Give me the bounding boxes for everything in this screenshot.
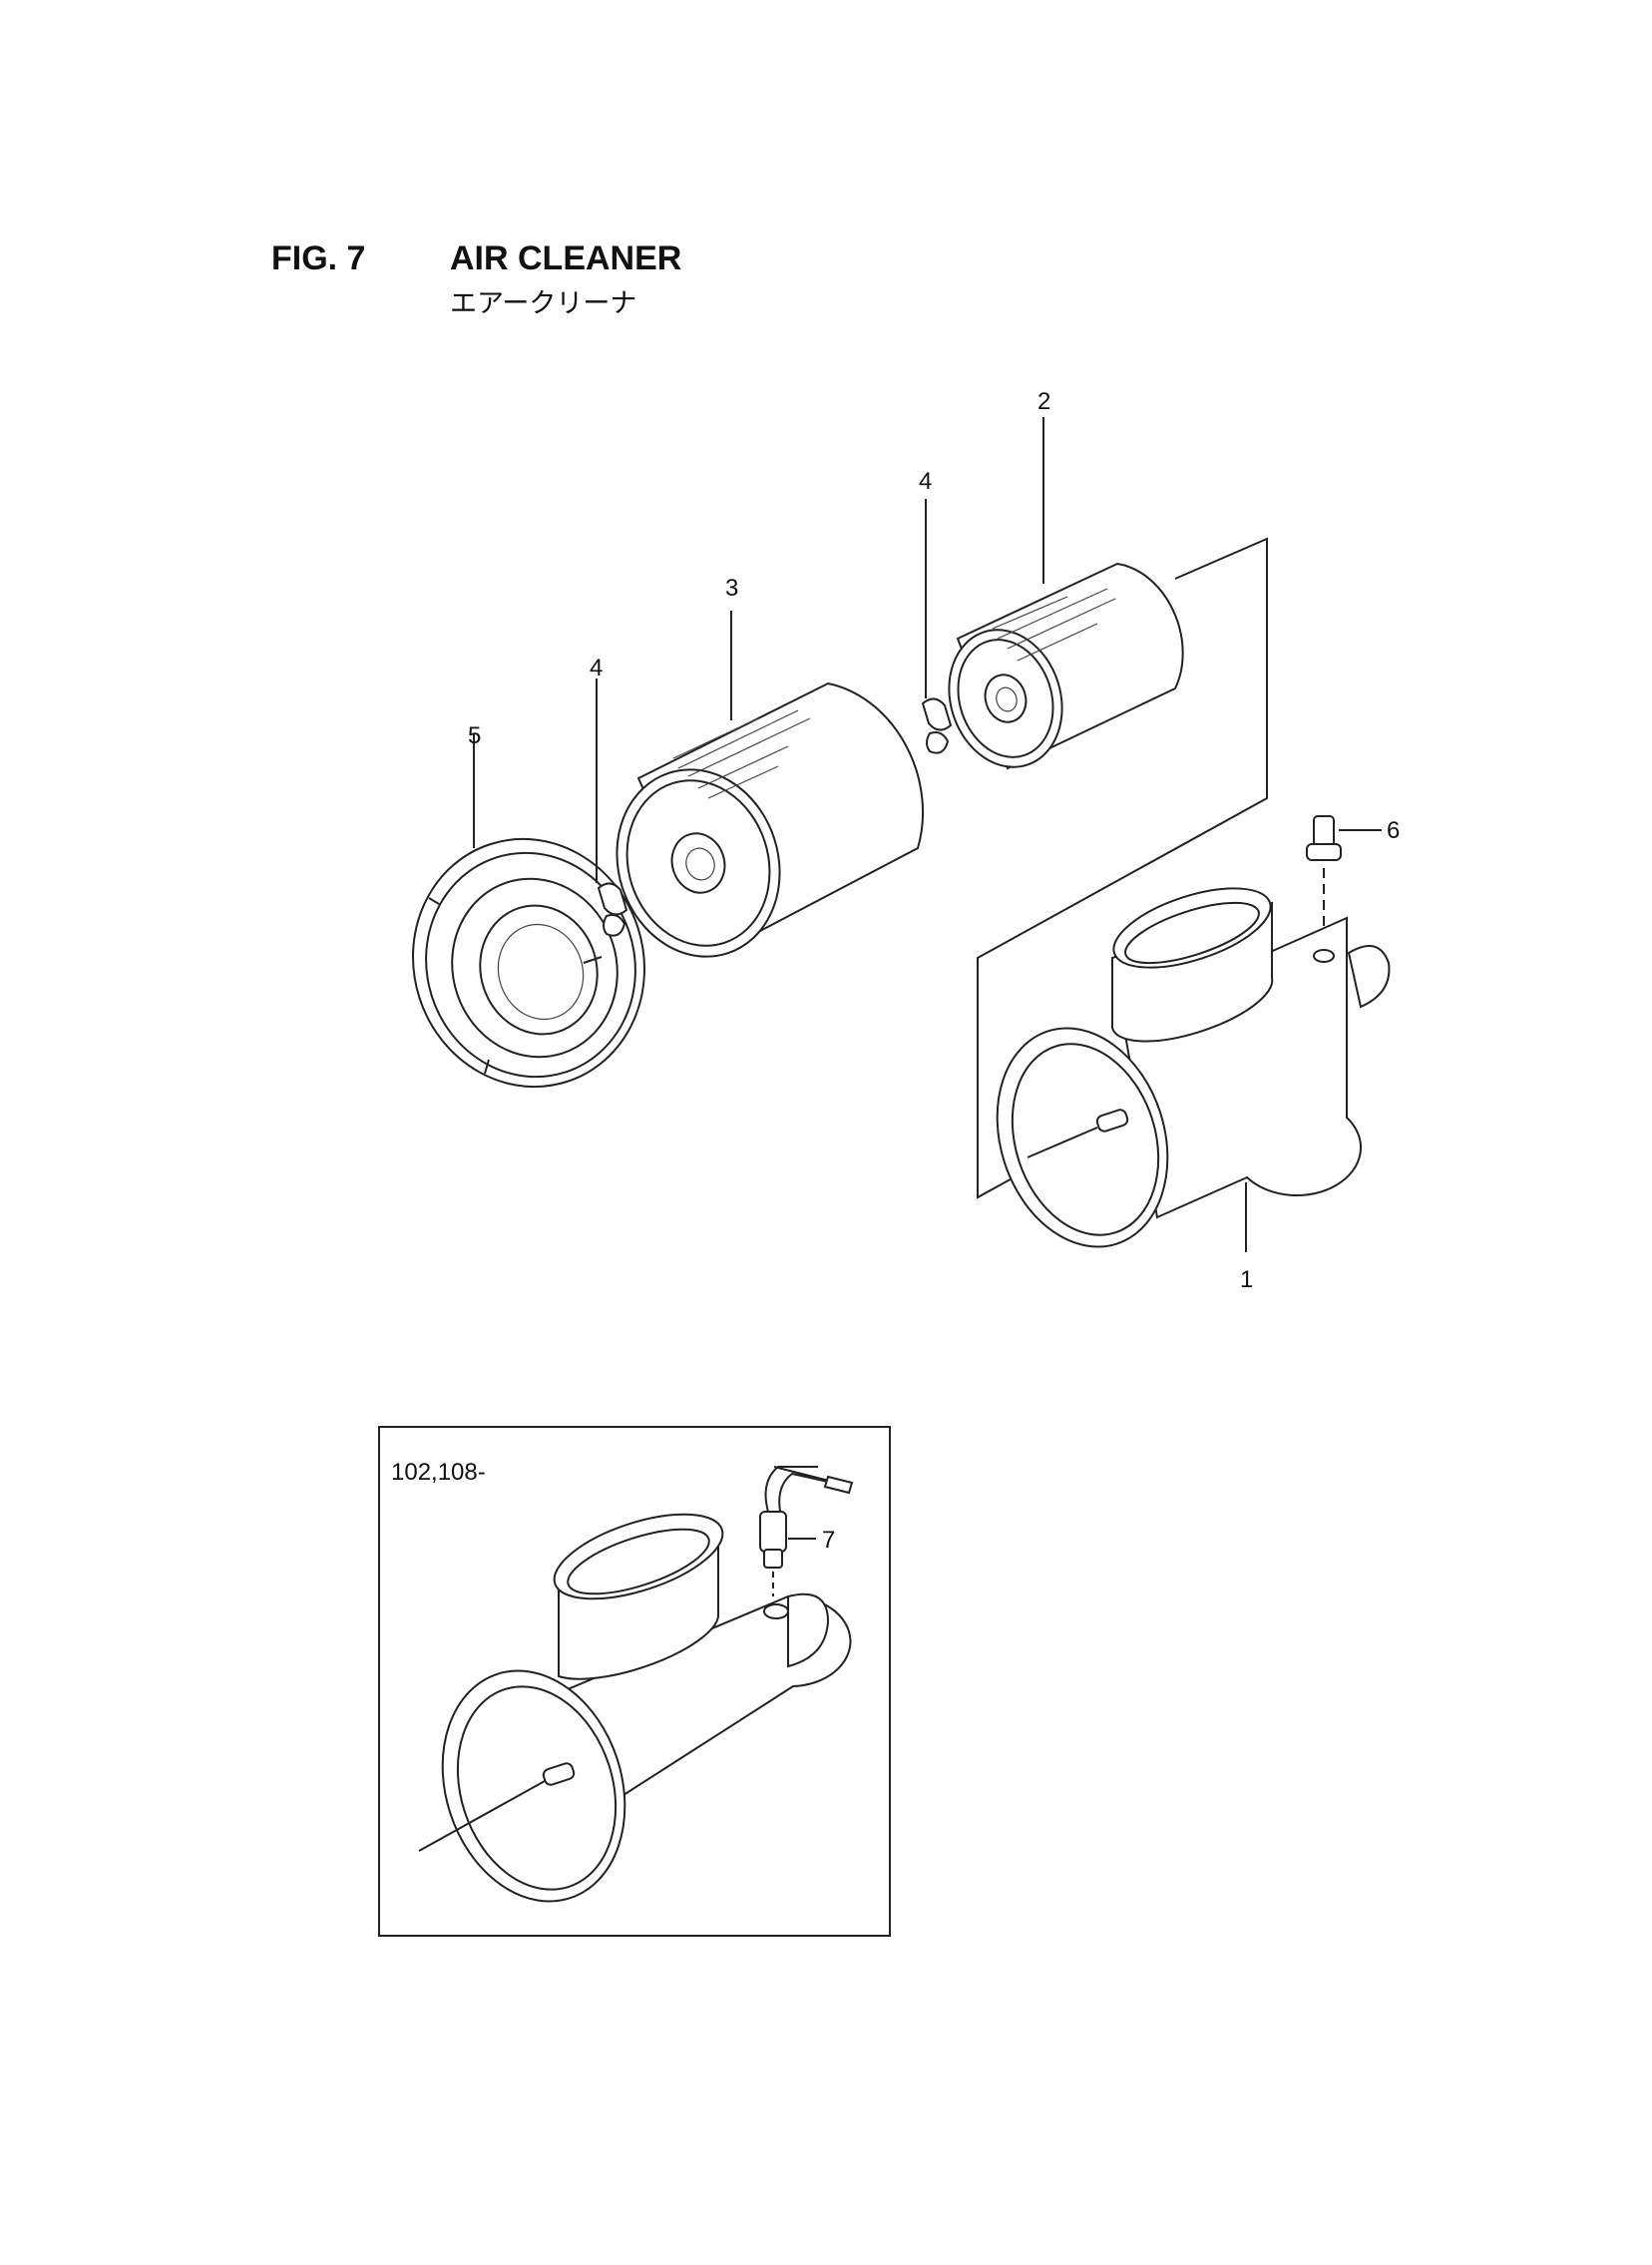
figure-subtitle: エアークリーナ [450,288,637,318]
callout-3: 3 [725,575,738,602]
figure-title: AIR CLEANER [450,239,682,277]
callout-7: 7 [822,1527,835,1554]
inset-serial-label: 102,108- [391,1459,486,1486]
callout-2: 2 [1037,388,1050,415]
body-part-1 [996,887,1391,1252]
inner-element-part-2 [948,417,1184,770]
callout-1: 1 [1240,1266,1253,1293]
callout-5: 5 [468,722,481,749]
callout-4-left: 4 [590,655,603,681]
bolt-part-6 [1306,815,1382,938]
callout-4-right: 4 [919,468,932,495]
callout-6: 6 [1387,817,1400,844]
inset-detail [378,1426,891,1937]
wing-nut-part-4-left [596,679,628,937]
outer-element-part-3 [616,611,925,958]
figure-number: FIG. 7 [271,239,366,277]
cover-part-5 [412,733,645,1089]
wing-nut-part-4-right [921,499,953,754]
